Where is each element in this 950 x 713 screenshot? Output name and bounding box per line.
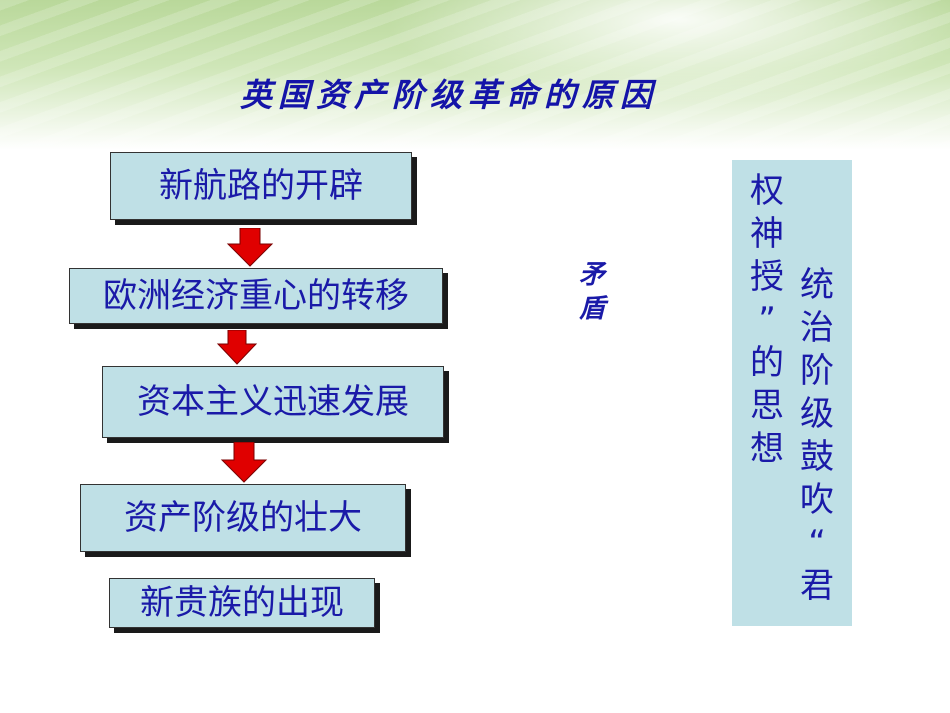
contradiction-label: 矛 盾 xyxy=(578,260,605,324)
header-background xyxy=(0,0,950,150)
vertical-text-right-column: 统 治 阶 级 鼓 吹 “ 君 xyxy=(800,265,834,606)
down-arrow-icon xyxy=(216,330,258,365)
slide-title: 英国资产阶级革命的原因 xyxy=(240,76,659,114)
vertical-text-left-column: 权 神 授 ” 的 思 想 xyxy=(750,171,784,469)
header-decoration xyxy=(0,0,950,150)
down-arrow-icon xyxy=(226,228,274,267)
flow-box-new-routes: 新航路的开辟 xyxy=(110,152,412,220)
vertical-text-box xyxy=(732,160,852,626)
flow-box-capitalism-development: 资本主义迅速发展 xyxy=(102,366,444,438)
flow-box-new-nobility: 新贵族的出现 xyxy=(109,578,375,628)
down-arrow-icon xyxy=(220,442,268,483)
flow-box-economic-center-shift: 欧洲经济重心的转移 xyxy=(69,268,443,324)
flow-box-bourgeoisie-growth: 资产阶级的壮大 xyxy=(80,484,406,552)
